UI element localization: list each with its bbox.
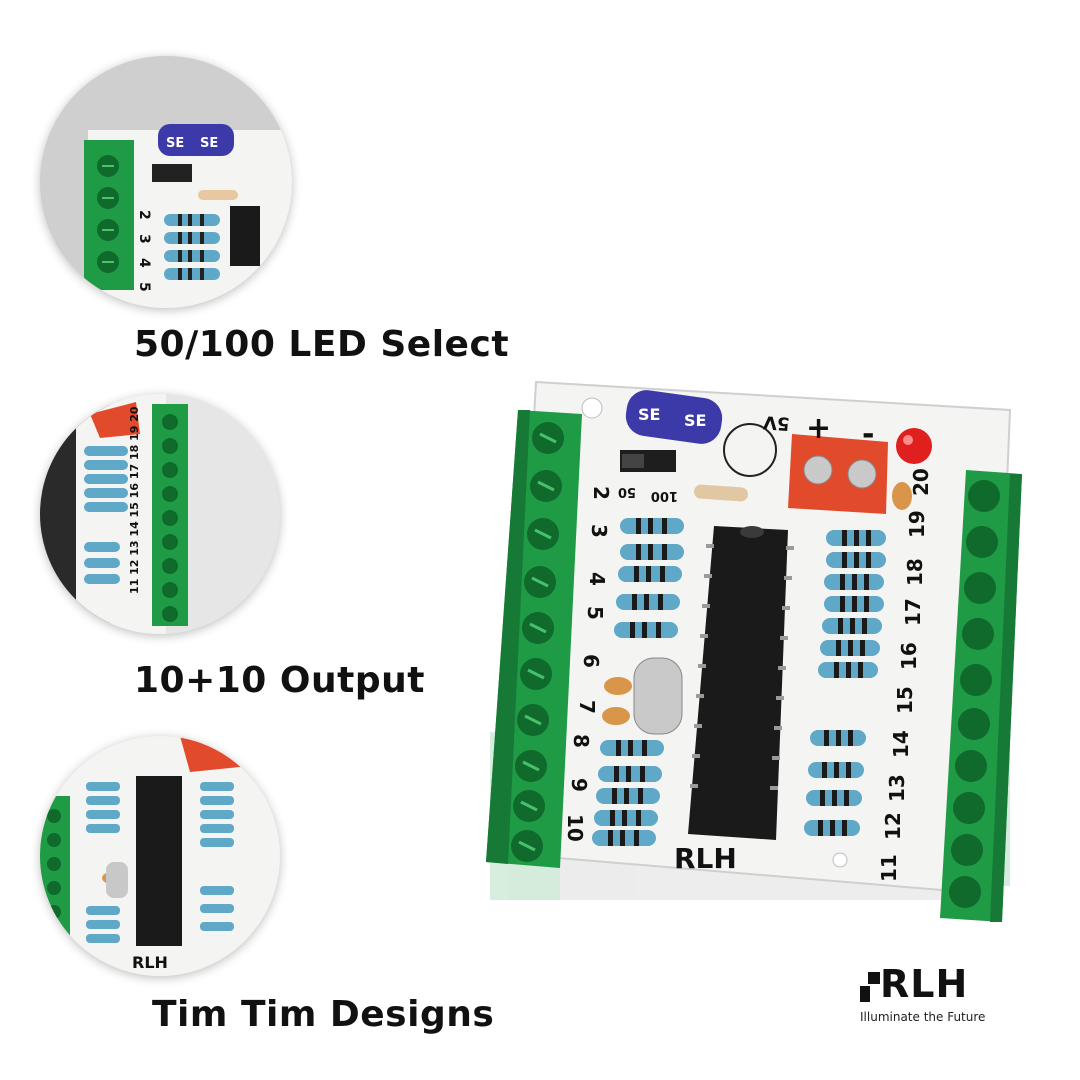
feature-label-designs: Tim Tim Designs (152, 994, 495, 1035)
thumbnail-output: 11 12 13 14 15 16 17 18 19 20 (40, 394, 280, 634)
svg-text:15: 15 (893, 686, 917, 714)
svg-text:8: 8 (569, 734, 593, 748)
svg-text:20: 20 (909, 468, 933, 496)
svg-text:3: 3 (587, 524, 611, 538)
svg-text:RLH: RLH (132, 953, 168, 972)
svg-text:10: 10 (563, 814, 587, 842)
svg-text:16: 16 (897, 642, 921, 670)
crystal-oscillator (633, 657, 683, 735)
svg-text:2: 2 (136, 210, 152, 220)
left-channel-numbers: 2 3 4 5 6 7 8 9 10 (563, 486, 613, 842)
svg-text:2: 2 (589, 486, 613, 500)
svg-text:9: 9 (567, 778, 591, 792)
thumbnail-led-select: SE SE 2 3 4 5 (40, 56, 292, 308)
svg-text:18: 18 (903, 558, 927, 586)
logo-tagline: Illuminate the Future (860, 1010, 986, 1024)
left-terminal-screws (511, 422, 564, 862)
logo-wordmark: RLH (880, 962, 969, 1006)
right-channel-numbers: 20 19 18 17 16 15 14 13 12 11 (877, 468, 933, 882)
svg-text:SE: SE (166, 136, 184, 151)
capacitor-label-2: SE (684, 411, 706, 430)
svg-text:7: 7 (575, 700, 599, 714)
svg-text:6: 6 (579, 654, 603, 668)
svg-text:5: 5 (136, 282, 152, 292)
svg-text:SE: SE (200, 136, 218, 151)
svg-text:4: 4 (136, 258, 152, 268)
svg-text:4: 4 (585, 572, 609, 586)
jumper-label-50: 50 (618, 484, 636, 499)
svg-text:11 12 13 14 15 16 17 18 19 20: 11 12 13 14 15 16 17 18 19 20 (128, 406, 141, 594)
svg-text:5: 5 (583, 606, 607, 620)
svg-text:13: 13 (885, 774, 909, 802)
svg-text:14: 14 (889, 730, 913, 758)
svg-text:3: 3 (136, 234, 152, 244)
svg-text:11: 11 (877, 854, 901, 882)
feature-label-output: 10+10 Output (134, 660, 425, 701)
logo-mark-icon (860, 972, 880, 1002)
right-terminal-screws (949, 480, 1000, 908)
red-led (896, 428, 932, 464)
voltage-label: 5V (762, 411, 790, 434)
electrolytic-capacitor: SE SE (625, 390, 723, 444)
svg-text:17: 17 (901, 598, 925, 626)
thumbnail-designs: RLH (40, 736, 280, 976)
capacitor-label-1: SE (638, 405, 660, 424)
minus-label: - (862, 417, 874, 452)
silkscreen-logo: RLH (674, 842, 737, 875)
brand-logo: RLH Illuminate the Future (860, 962, 1020, 1028)
power-connector (788, 434, 888, 514)
jumper-label-100: 100 (651, 488, 678, 503)
plus-label: + (806, 411, 831, 446)
main-board-photo: SE SE 5V + - 100 50 (486, 380, 1022, 922)
ic-chip (688, 526, 788, 840)
svg-text:12: 12 (881, 812, 905, 840)
svg-text:19: 19 (905, 510, 929, 538)
feature-label-led-select: 50/100 LED Select (134, 324, 510, 365)
